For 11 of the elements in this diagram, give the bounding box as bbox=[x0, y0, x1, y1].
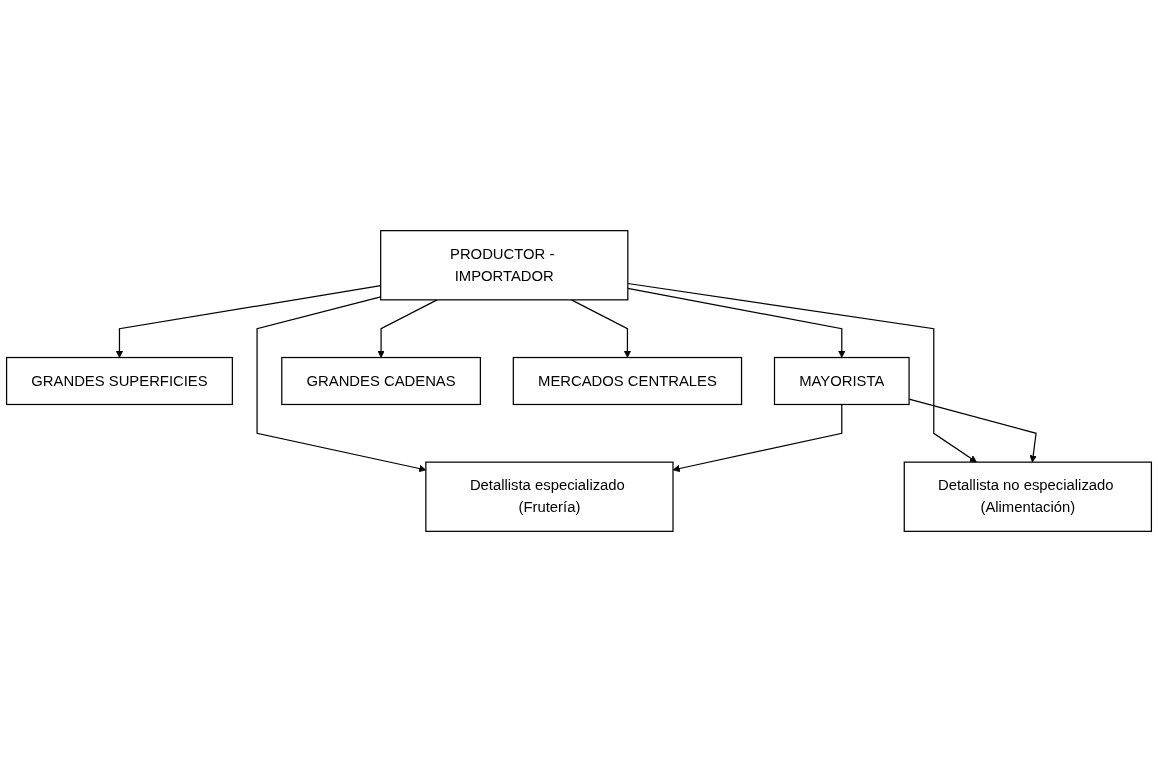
node-box: MAYORISTA bbox=[773, 356, 910, 406]
node-box: PRODUCTOR - IMPORTADOR bbox=[380, 230, 629, 301]
node-box: Detallista no especializado (Alimentación) bbox=[903, 461, 1153, 532]
arrow bbox=[570, 299, 632, 358]
node-box: Detallista especializado (Frutería) bbox=[425, 461, 674, 532]
arrow bbox=[377, 299, 438, 358]
node-box: MERCADOS CENTRALES bbox=[512, 356, 743, 406]
arrow bbox=[627, 287, 846, 358]
node-box: GRANDES SUPERFICIES bbox=[5, 356, 233, 406]
arrow bbox=[627, 282, 977, 463]
node-box: GRANDES CADENAS bbox=[281, 356, 481, 406]
